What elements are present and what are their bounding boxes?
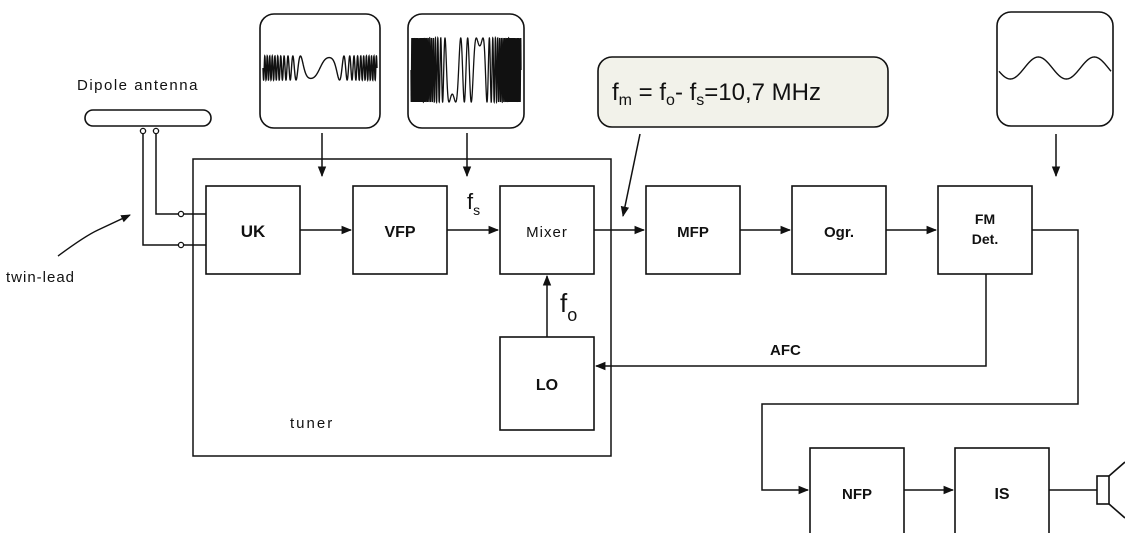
limiter-block: Ogr.: [791, 185, 887, 275]
uk-block: UK: [205, 185, 301, 275]
fm-detector-label-2: Det.: [972, 231, 998, 247]
afc-feedback-arrow: [594, 274, 987, 371]
mixer-block: Mixer: [499, 185, 595, 275]
lo-block: LO: [499, 336, 595, 431]
nfp-label: NFP: [842, 486, 872, 503]
fs-label: fs: [467, 189, 480, 218]
svg-text:fm = fo- fs=10,7 MHz: fm = fo- fs=10,7 MHz: [612, 79, 821, 109]
tuner-frame: [192, 158, 612, 457]
formula-pointer-arrow: [620, 133, 641, 218]
vfp-block: VFP: [352, 185, 448, 275]
tuner-label: tuner: [290, 415, 334, 432]
mixer-label: Mixer: [526, 224, 568, 241]
detector-to-nfp-arrow: [761, 229, 1079, 495]
limiter-label: Ogr.: [824, 224, 854, 241]
fo-label: fo: [560, 288, 577, 325]
loudspeaker-icon: [1096, 461, 1125, 519]
twin-lead-connector-bottom: [177, 241, 185, 249]
mfp-block: MFP: [645, 185, 741, 275]
is-block: IS: [954, 447, 1050, 533]
intermediate-frequency-formula: fm = fo- fs=10,7 MHz: [597, 56, 889, 128]
twin-lead-pointer-arrow: [57, 214, 131, 257]
dipole-antenna-label: Dipole antenna: [77, 77, 199, 94]
twin-lead-connector-top: [177, 210, 185, 218]
uk-label: UK: [241, 222, 266, 241]
vfp-label: VFP: [384, 224, 415, 241]
waveform-dense-icon: [259, 13, 381, 129]
fm-detector-block: FM Det.: [937, 185, 1033, 275]
twin-lead-label: twin-lead: [6, 269, 75, 286]
waveform-very-dense-icon: [407, 13, 525, 129]
dipole-antenna: [84, 109, 212, 135]
lo-label: LO: [536, 377, 558, 394]
nfp-block: NFP: [809, 447, 905, 533]
fm-detector-label-1: FM: [975, 211, 995, 227]
afc-label: AFC: [770, 342, 801, 359]
is-label: IS: [994, 486, 1009, 503]
twin-lead-wires: [142, 134, 178, 246]
sine-wave-icon: [996, 11, 1114, 127]
mfp-label: MFP: [677, 224, 709, 241]
